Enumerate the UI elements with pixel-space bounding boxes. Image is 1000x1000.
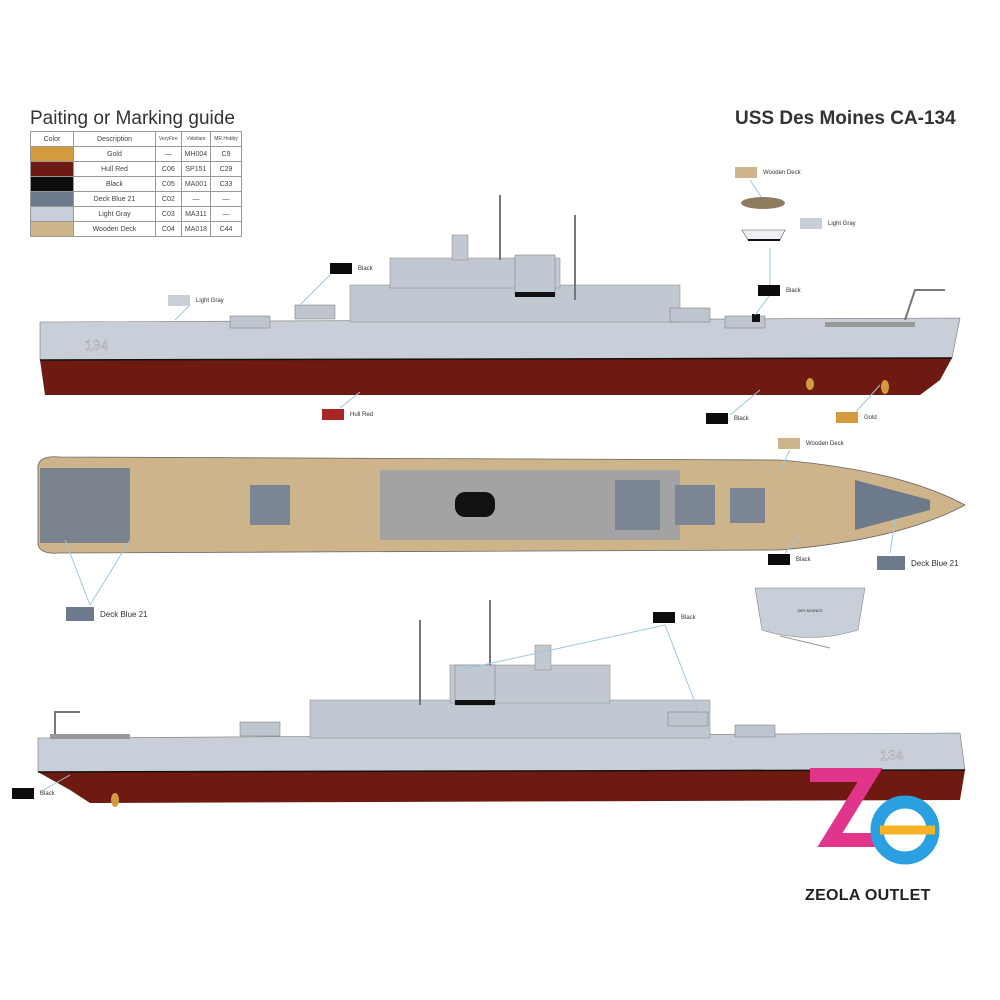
color-swatch	[30, 161, 74, 177]
color-swatch	[30, 146, 74, 162]
mrhobby-cell: —	[210, 191, 242, 207]
callout-text: Black	[40, 790, 55, 797]
mrhobby-cell: C44	[210, 221, 242, 237]
callout-text: Black	[786, 287, 801, 294]
callout-text: Deck Blue 21	[911, 558, 959, 568]
callout-black-bottom-left: Black	[12, 788, 55, 799]
table-header: Color Description VeryFire Vidoilam MR.H…	[30, 131, 242, 147]
callout-text: Deck Blue 21	[100, 609, 148, 619]
callout-light-gray-top: Light Gray	[168, 295, 224, 306]
callout-text: Black	[681, 614, 696, 621]
callout-text: Black	[358, 265, 373, 272]
boat-deck-detail	[741, 197, 785, 209]
callout-wooden-deck-boat: Wooden Deck	[735, 167, 801, 178]
table-row: Deck Blue 21 C02 — —	[30, 191, 242, 207]
boat-hull-detail	[741, 229, 786, 241]
callout-wooden-deck-plan: Wooden Deck	[778, 438, 844, 449]
callout-deck-blue-right: Deck Blue 21	[877, 556, 959, 570]
callout-black-bottom: Black	[653, 612, 696, 623]
callout-text: Wooden Deck	[763, 169, 801, 176]
description-cell: Wooden Deck	[73, 221, 156, 237]
callout-gold: Gold	[836, 412, 877, 423]
callout-light-gray-boat: Light Gray	[800, 218, 856, 229]
color-table: Color Description VeryFire Vidoilam MR.H…	[30, 131, 242, 237]
callout-text: Light Gray	[196, 297, 224, 304]
callout-hull-red: Hull Red	[322, 409, 373, 420]
callout-text: Light Gray	[828, 220, 856, 227]
side-profile-top	[39, 179, 961, 416]
callout-text: Black	[734, 415, 749, 422]
table-row: Gold — MH004 C9	[30, 146, 242, 162]
callout-deck-blue-left: Deck Blue 21	[66, 607, 148, 621]
brand-logo-text: ZEOLA OUTLET	[805, 887, 931, 904]
hull-number-top: 134	[85, 337, 109, 353]
color-swatch	[30, 221, 74, 237]
color-swatch	[30, 191, 74, 207]
callout-text: Gold	[864, 414, 877, 421]
callout-black-plan: Black	[768, 554, 811, 565]
plan-view	[37, 449, 966, 606]
callout-black-top: Black	[330, 263, 373, 274]
guide-title: Paiting or Marking guide	[30, 108, 235, 129]
table-row: Light Gray C03 MA311 —	[30, 206, 242, 222]
side-profile-bottom: 134	[37, 600, 966, 807]
ship-name: USS Des Moines CA-134	[735, 108, 956, 129]
callout-text: Wooden Deck	[806, 440, 844, 447]
callout-black-boat: Black	[758, 285, 801, 296]
callout-text: Hull Red	[350, 411, 374, 418]
inset-ship-name: DES MOINES	[797, 608, 822, 613]
stern-inset: DES MOINES	[754, 587, 866, 649]
hull-number-bottom: 134	[880, 747, 904, 763]
table-row: Wooden Deck C04 MA018 C44	[30, 221, 242, 237]
color-swatch	[30, 206, 74, 222]
zeola-logo-mark	[810, 768, 940, 865]
table-row: Black C05 MA001 C33	[30, 176, 242, 192]
callout-text: Black	[796, 556, 811, 563]
color-swatch	[30, 176, 74, 192]
callout-black-stern: Black	[706, 413, 749, 424]
